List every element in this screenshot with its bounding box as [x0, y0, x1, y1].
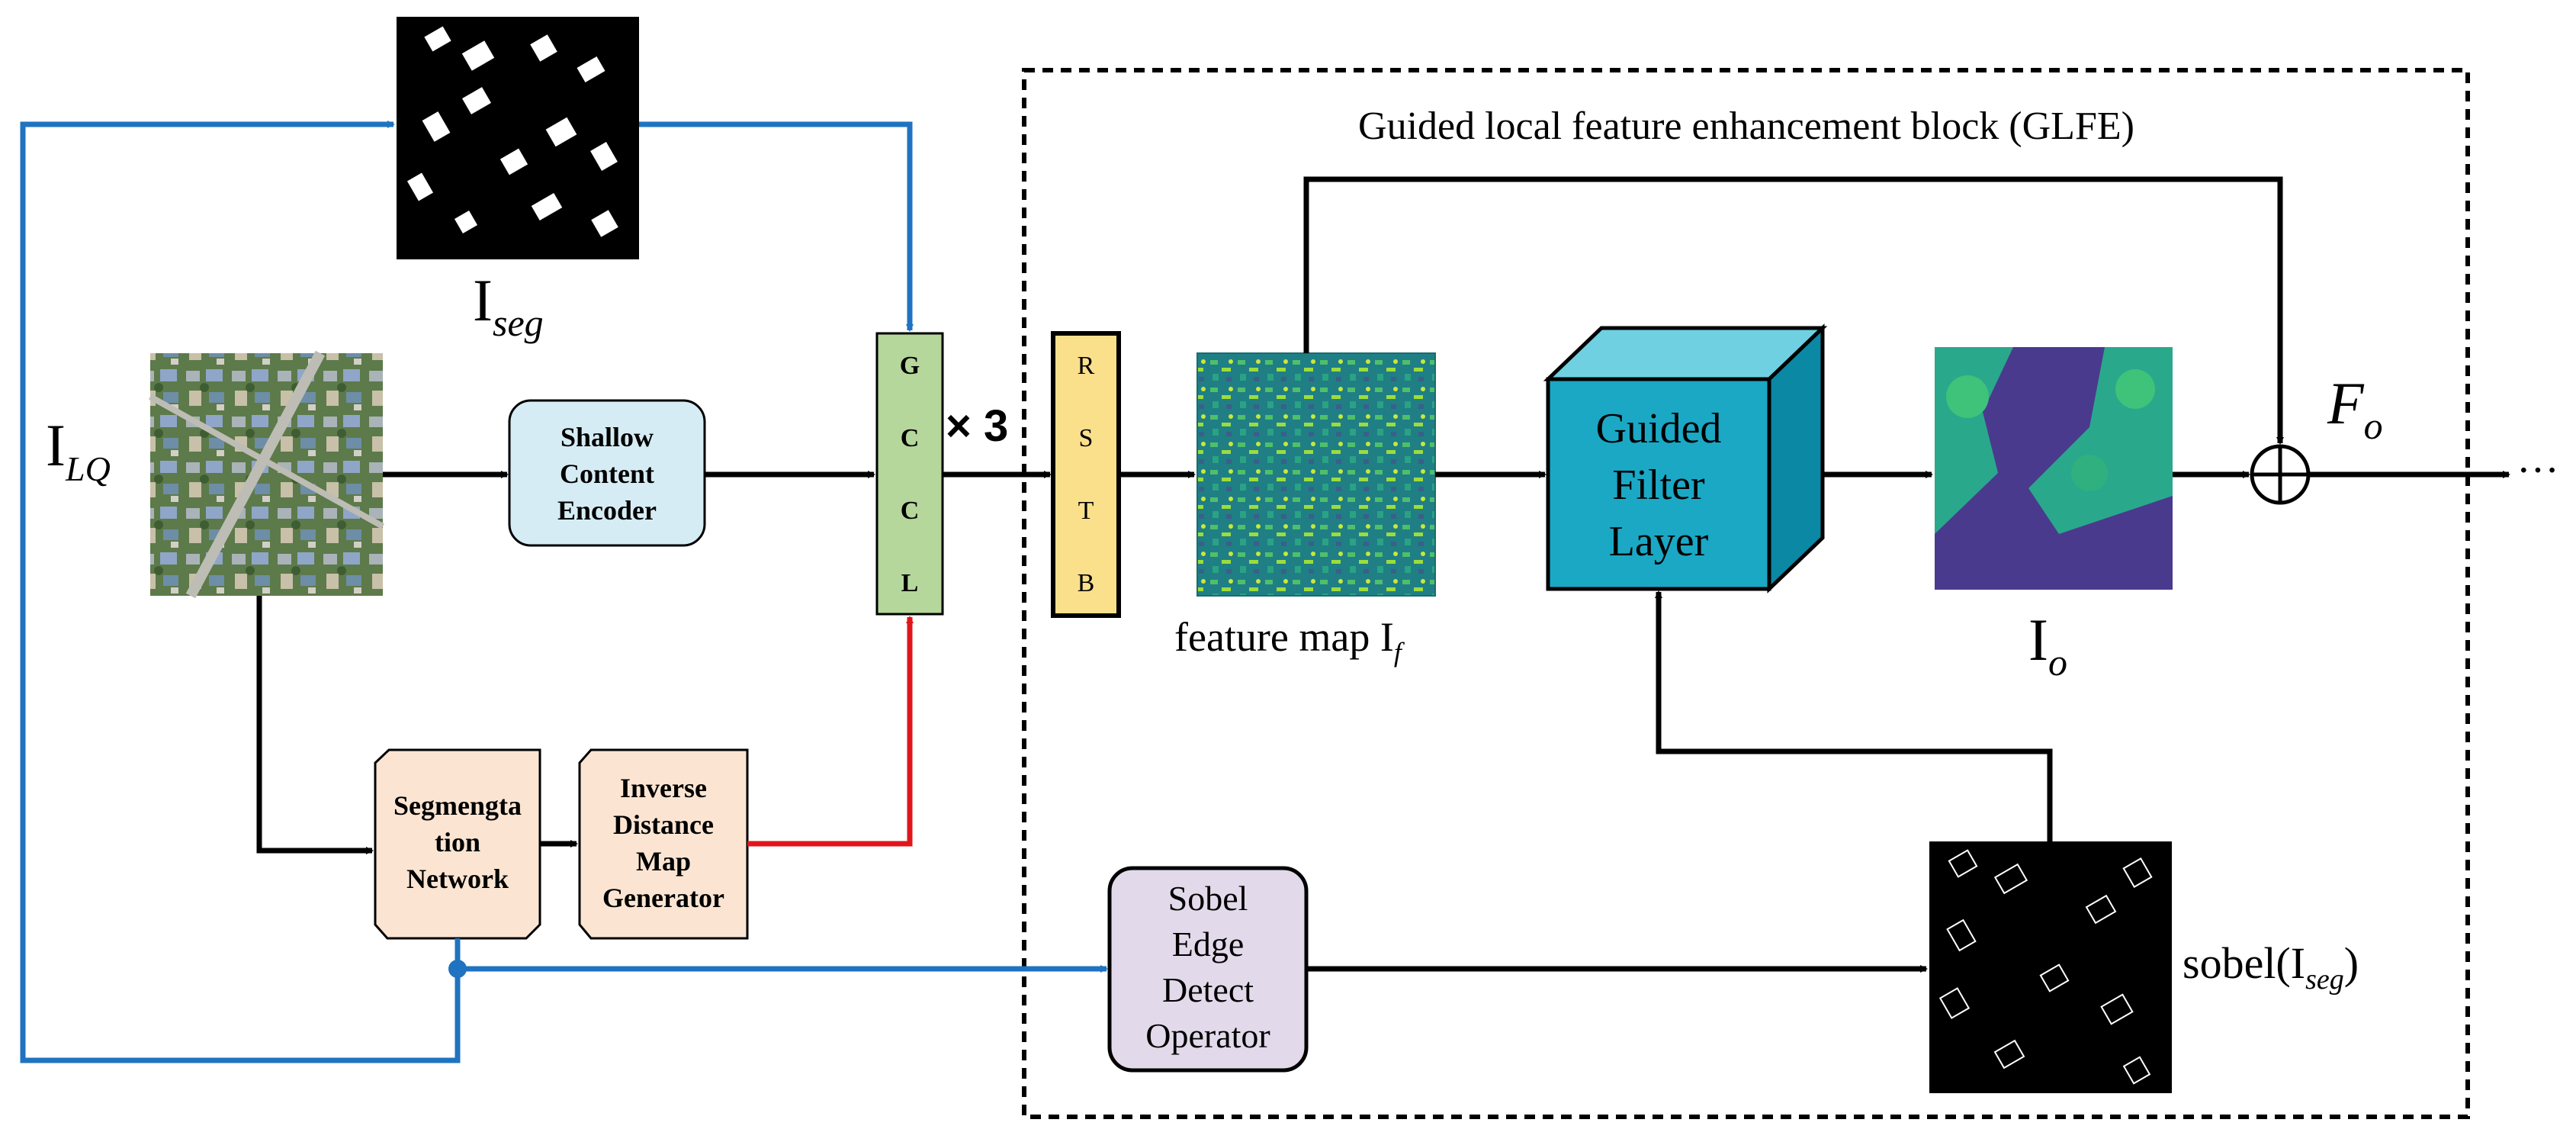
add-operator-icon	[2250, 444, 2311, 505]
svg-text:Filter: Filter	[1612, 462, 1705, 509]
rstb-block: R S T B	[1051, 331, 1121, 618]
svg-text:tion: tion	[435, 827, 480, 857]
svg-text:C: C	[901, 424, 920, 452]
guided-filter-layer: Guided Filter Layer	[1543, 323, 1828, 594]
svg-text:Generator: Generator	[602, 883, 724, 913]
sobel-edge-image	[1929, 841, 2172, 1093]
i-o-label: Io	[2028, 606, 2067, 684]
svg-text:Detect: Detect	[1162, 970, 1254, 1009]
glfe-dashed-border	[1022, 68, 2470, 1119]
svg-text:Guided: Guided	[1596, 405, 1722, 452]
svg-text:Segmengta: Segmengta	[393, 790, 522, 821]
feature-map-image	[1196, 352, 1436, 597]
times-three-label: × 3	[946, 401, 1008, 451]
segmentation-network: Segmengta tion Network	[374, 748, 541, 940]
black-connectors	[256, 176, 2510, 973]
red-connector	[747, 616, 914, 847]
svg-text:Edge: Edge	[1172, 925, 1245, 963]
svg-text:G: G	[900, 352, 920, 380]
shallow-content-encoder: Shallow Content Encoder	[508, 399, 706, 547]
svg-text:Sobel: Sobel	[1168, 879, 1248, 918]
svg-text:Map: Map	[636, 846, 691, 877]
sobel-edge-detect-operator: Sobel Edge Detect Operator	[1107, 866, 1309, 1073]
svg-text:Encoder: Encoder	[557, 495, 657, 526]
seg-mask-image	[397, 17, 639, 259]
feature-map-label: feature map If	[1174, 614, 1405, 668]
output-image	[1935, 347, 2173, 590]
svg-text:L: L	[901, 569, 919, 597]
svg-text:Distance: Distance	[613, 809, 714, 840]
svg-text:T: T	[1078, 497, 1094, 525]
svg-text:S: S	[1079, 424, 1094, 452]
blue-connectors	[20, 121, 1108, 1063]
svg-text:Content: Content	[560, 458, 654, 489]
svg-text:B: B	[1078, 569, 1095, 597]
f-o-label: Fo	[2327, 370, 2383, 447]
gccl-block: G C C L	[875, 332, 944, 616]
svg-text:Layer: Layer	[1609, 518, 1709, 565]
svg-text:C: C	[901, 497, 920, 525]
lq-aerial-image	[149, 350, 384, 599]
sobel-output-label: sobel(Iseg)	[2183, 938, 2359, 996]
inverse-distance-map-generator: Inverse Distance Map Generator	[578, 748, 749, 940]
svg-text:Network: Network	[406, 864, 509, 894]
i-seg-label: Iseg	[473, 267, 544, 344]
svg-text:Shallow: Shallow	[560, 422, 654, 452]
continuation-ellipsis: ···	[2517, 447, 2559, 494]
i-lq-label: ILQ	[46, 412, 111, 488]
svg-text:Operator: Operator	[1145, 1016, 1270, 1055]
glfe-title: Guided local feature enhancement block (…	[1358, 105, 2134, 148]
blue-junction-dot	[448, 960, 467, 978]
svg-text:R: R	[1078, 352, 1095, 380]
svg-text:Inverse: Inverse	[620, 773, 707, 803]
